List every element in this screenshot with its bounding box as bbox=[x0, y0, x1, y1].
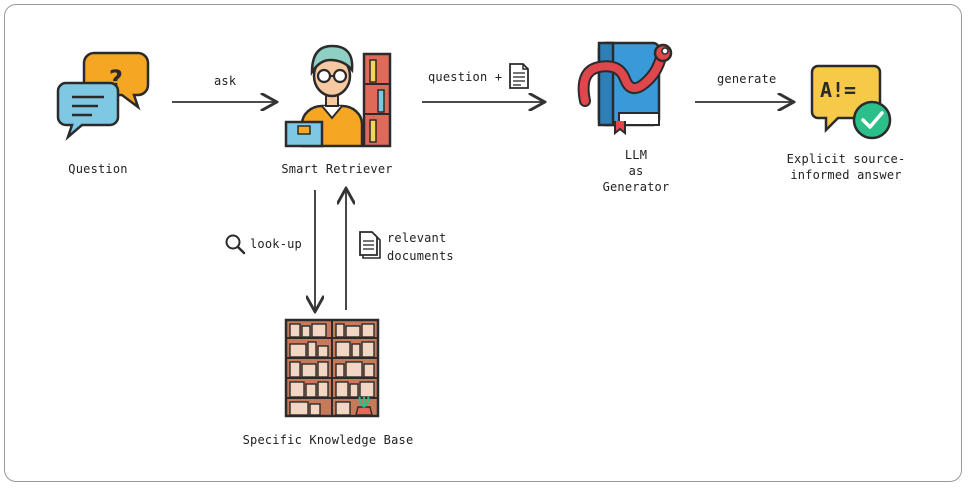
edge-lookup-label: look-up bbox=[250, 237, 302, 251]
llm-book-worm-icon bbox=[575, 35, 675, 139]
edge-ask-label: ask bbox=[214, 74, 237, 88]
diagram-frame bbox=[4, 4, 962, 482]
edge-question-plus-label: question + bbox=[428, 70, 503, 84]
answer-badge-text: A!= bbox=[820, 78, 856, 102]
answer-label-line1: Explicit source- bbox=[786, 152, 906, 166]
retriever-label: Smart Retriever bbox=[281, 162, 393, 176]
edge-relevant-label-line2: documents bbox=[387, 249, 454, 263]
magnifier-icon bbox=[224, 233, 246, 259]
document-icon bbox=[508, 62, 530, 94]
answer-bubble-check-icon: A!= bbox=[808, 60, 896, 148]
answer-label-line2: informed answer bbox=[790, 168, 902, 182]
knowledge-base-label: Specific Knowledge Base bbox=[242, 433, 414, 447]
documents-stack-icon bbox=[358, 230, 382, 264]
llm-label-line2: as bbox=[628, 164, 644, 178]
llm-label-line1: LLM bbox=[624, 148, 648, 162]
question-label: Question bbox=[68, 162, 128, 176]
bookshelf-icon bbox=[284, 318, 380, 422]
llm-label-line3: Generator bbox=[602, 180, 670, 194]
edge-relevant-label-line1: relevant bbox=[387, 231, 447, 245]
edge-generate-label: generate bbox=[717, 72, 777, 86]
question-bubbles-icon: ? bbox=[52, 45, 152, 144]
retriever-person-icon bbox=[282, 40, 394, 156]
